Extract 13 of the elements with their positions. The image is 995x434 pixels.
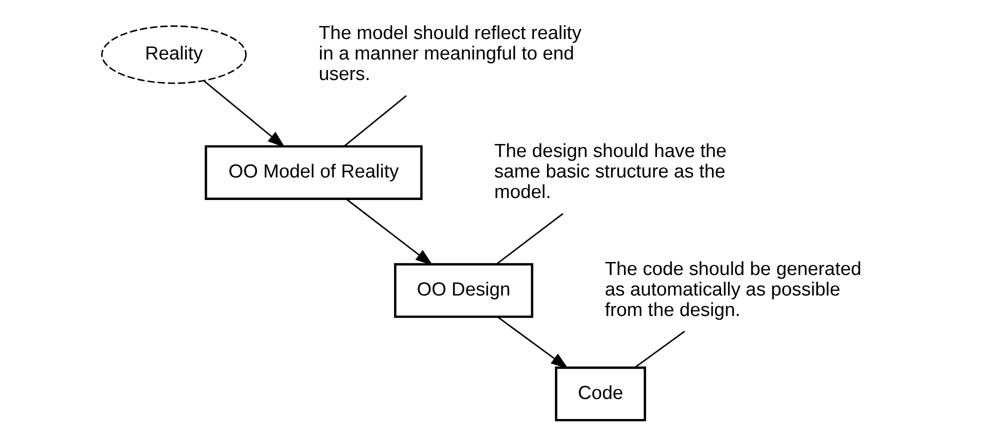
node-box: Code (554, 366, 646, 422)
connector (496, 213, 564, 265)
arrow (346, 198, 433, 266)
node-text: The model should reflect reality in a manner meaningful to end users. (318, 23, 582, 85)
connector (344, 95, 407, 147)
node-box: OO Design (394, 263, 534, 318)
node-box: OO Model of Reality (204, 145, 423, 200)
arrow (497, 316, 568, 369)
node-text: The design should have the same basic structure as the model. (494, 141, 727, 203)
connector (634, 330, 685, 368)
node-text: The code should be generated as automatically as possible from the design. (604, 259, 862, 321)
arrow (204, 80, 286, 148)
node-ellipse: Reality (101, 25, 247, 84)
